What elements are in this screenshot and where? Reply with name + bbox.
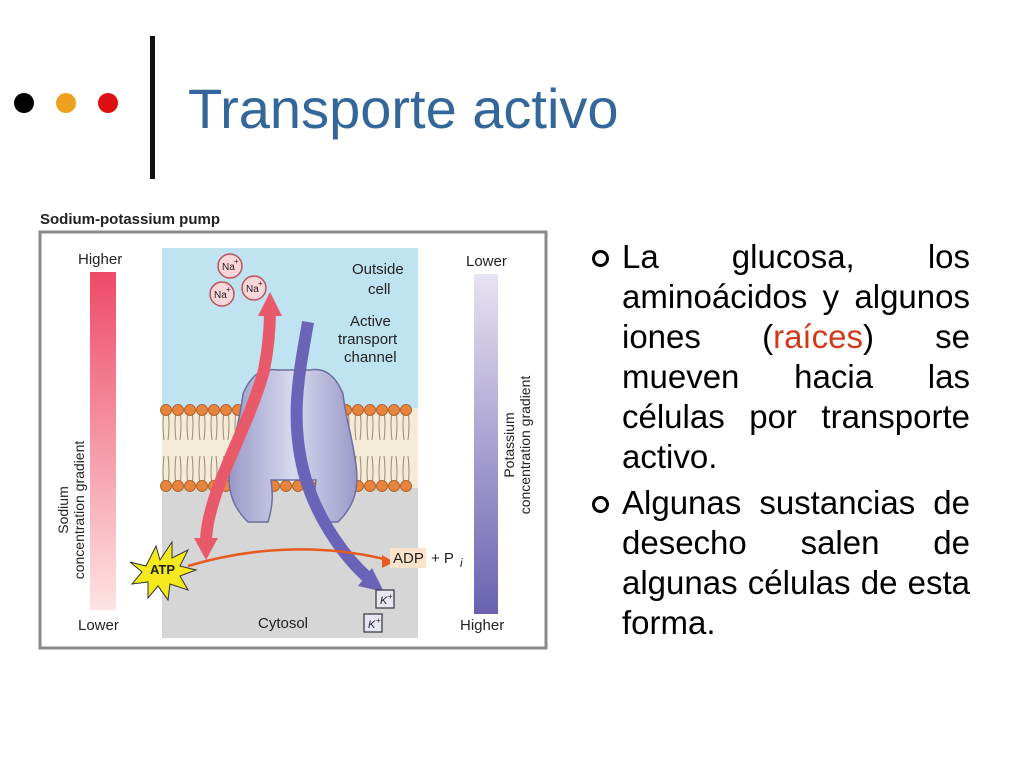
na-ion-label: Na [246,284,259,295]
left-top-label: Higher [78,251,122,268]
sodium-arrow-shaft [200,309,276,541]
dot-red [98,93,118,113]
lipid-head [280,480,292,492]
outside-cell-label-line1: Outside [352,261,404,278]
bullet-1-suffix: ) se mueven hacia las células por transp… [622,318,970,475]
lipid-head [364,480,376,492]
k-ion-charge: + [388,592,393,601]
k-ion-2: K + [363,613,383,633]
figure-heading: Sodium-potassium pump [40,211,220,228]
pump-diagram: Sodium-potassium pump Higher Lower Sodiu… [38,211,548,650]
bullet-item-2: Algunas sustancias de desecho salen de a… [592,483,970,643]
adp-label: ADP [393,550,424,567]
na-ion-3: Na + [241,275,267,301]
lipid-head [400,404,412,416]
lipid-head [376,404,388,416]
atp-reaction-arrow [187,548,389,568]
pi-label: + P [431,550,454,567]
lipid-head [172,404,184,416]
bullet-2-text: Algunas sustancias de desecho salen de a… [622,484,970,641]
lipid-head [196,480,208,492]
lipid-head [160,404,172,416]
dot-black [14,93,34,113]
lipid-head [400,480,412,492]
k-ion-1: K + [375,589,395,609]
pi-subscript: i [460,556,463,570]
lipid-head [208,404,220,416]
lipid-head [184,480,196,492]
lipid-head [388,404,400,416]
channel-label-line1: Active [350,313,391,330]
lipid-head [388,480,400,492]
atp-reaction-arrow-head [382,555,394,568]
potassium-arrow-head [358,568,384,592]
dot-orange [56,93,76,113]
na-ion-charge: + [258,279,263,288]
title-divider [150,36,155,179]
na-ion-charge: + [226,285,231,294]
na-ion-label: Na [222,262,235,273]
bullet-1-prefix: La glucosa, los aminoácidos y algunos io… [622,238,970,355]
lipid-head [376,480,388,492]
k-ion-label: K [368,619,376,631]
sodium-arrow-tail [194,538,218,560]
potassium-arrow-shaft [290,321,373,583]
k-ion-label: K [380,595,388,607]
lipid-head [220,404,232,416]
sodium-potassium-pump-figure: Sodium-potassium pump Higher Lower Sodiu… [38,210,550,652]
right-bottom-label: Higher [460,617,504,634]
sodium-gradient-label: concentration gradient [71,441,87,580]
outside-cell-label-line2: cell [368,281,391,298]
na-ion-1: Na + [217,253,243,279]
na-ion-2: Na + [209,281,235,307]
lipid-head [364,404,376,416]
na-ion-label: Na [214,290,227,301]
lipid-head [196,404,208,416]
bullet-ring-icon [592,250,609,267]
left-bottom-label: Lower [78,617,119,634]
slide-title: Transporte activo [188,77,619,140]
channel-label-line2: transport [338,331,398,348]
bullet-item-1: La glucosa, los aminoácidos y algunos io… [592,237,970,477]
lipid-head [172,480,184,492]
lipid-head [160,480,172,492]
na-ion-charge: + [234,257,239,266]
right-top-label: Lower [466,253,507,270]
sodium-gradient-bar [90,272,116,610]
potassium-gradient-bar [474,274,498,614]
bullet-ring-icon [592,496,609,513]
lipid-head [352,404,364,416]
atp-burst-icon [129,540,198,602]
potassium-gradient-label: concentration gradient [517,376,533,515]
sodium-label: Sodium [55,486,71,533]
potassium-label: Potassium [501,412,517,477]
bullet-1-highlight: raíces [773,318,863,355]
lipid-head [184,404,196,416]
atp-label: ATP [150,562,175,577]
adp-box [390,548,426,568]
decorative-dots [14,93,118,113]
k-ion-charge: + [376,616,381,625]
bullet-list: La glucosa, los aminoácidos y algunos io… [592,237,970,649]
channel-label-line3: channel [344,349,397,366]
sodium-arrow-head [258,292,282,316]
cytosol-label: Cytosol [258,615,308,632]
